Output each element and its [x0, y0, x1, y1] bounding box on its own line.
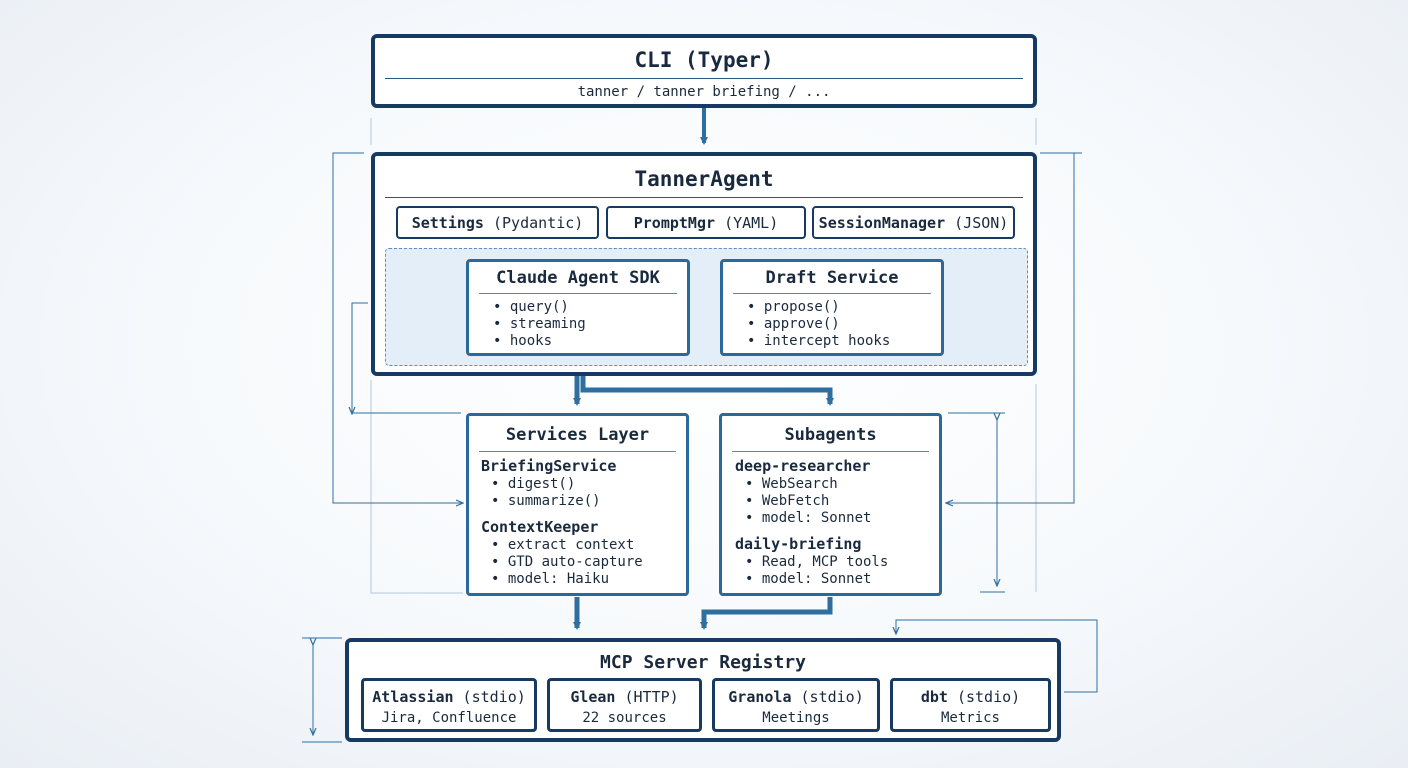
promptmgr-chip: PromptMgr (YAML) — [606, 206, 806, 239]
group-name: ContextKeeper — [481, 518, 599, 536]
cli-title: CLI (Typer) — [634, 48, 774, 72]
list-item: digest() — [491, 476, 575, 492]
list-item: approve() — [747, 316, 840, 332]
list-item: hooks — [493, 333, 552, 349]
list-item: streaming — [493, 316, 586, 332]
group-name: deep-researcher — [735, 457, 871, 475]
divider — [733, 293, 931, 294]
server-glean: Glean (HTTP) 22 sources — [547, 678, 702, 732]
chip-name: SessionManager — [818, 213, 946, 232]
server-name: Glean — [570, 688, 616, 706]
server-detail: Meetings — [762, 710, 830, 726]
divider — [732, 451, 929, 452]
settings-chip: Settings (Pydantic) — [396, 206, 599, 239]
list-item: query() — [493, 299, 569, 315]
server-dbt: dbt (stdio) Metrics — [890, 678, 1051, 732]
list-item: summarize() — [491, 493, 601, 509]
server-transport: (HTTP) — [624, 688, 679, 706]
list-item: model: Sonnet — [745, 510, 872, 526]
list-item: extract context — [491, 537, 634, 553]
server-transport: (stdio) — [462, 688, 526, 706]
cli-box: CLI (Typer) tanner / tanner briefing / .… — [371, 34, 1037, 108]
agent-title: TannerAgent — [634, 167, 774, 191]
server-atlassian: Atlassian (stdio) Jira, Confluence — [361, 678, 537, 732]
tanner-agent-box: TannerAgent Settings (Pydantic) PromptMg… — [371, 152, 1037, 376]
server-name: Granola — [728, 688, 792, 706]
server-name: Atlassian — [372, 688, 454, 706]
cli-subtitle: tanner / tanner briefing / ... — [577, 84, 831, 100]
chip-detail: (Pydantic) — [492, 213, 584, 232]
group-name: BriefingService — [481, 457, 617, 475]
server-detail: Jira, Confluence — [381, 710, 517, 726]
divider — [479, 451, 676, 452]
list-item: GTD auto-capture — [491, 554, 643, 570]
subagents-title: Subagents — [784, 425, 877, 445]
services-layer-box: Services Layer BriefingService digest() … — [466, 413, 689, 596]
claude-agent-sdk-box: Claude Agent SDK query() streaming hooks — [466, 259, 690, 356]
divider — [479, 293, 677, 294]
draft-title: Draft Service — [765, 268, 899, 288]
server-transport: (stdio) — [800, 688, 864, 706]
chip-detail: (JSON) — [954, 213, 1009, 232]
list-item: Read, MCP tools — [745, 554, 888, 570]
chip-detail: (YAML) — [724, 213, 779, 232]
server-detail: Metrics — [940, 710, 1000, 726]
chip-name: PromptMgr — [633, 213, 716, 232]
subagents-box: Subagents deep-researcher WebSearch WebF… — [719, 413, 942, 596]
list-item: model: Sonnet — [745, 571, 872, 587]
list-item: propose() — [747, 299, 840, 315]
arrow-subagents-to-registry — [700, 597, 833, 630]
draft-service-box: Draft Service propose() approve() interc… — [720, 259, 944, 356]
list-item: model: Haiku — [491, 571, 609, 587]
divider — [385, 197, 1023, 198]
list-item: WebSearch — [745, 476, 838, 492]
services-title: Services Layer — [505, 425, 650, 445]
registry-title: MCP Server Registry — [600, 652, 806, 673]
sessionmanager-chip: SessionManager (JSON) — [812, 206, 1015, 239]
divider — [385, 78, 1023, 79]
group-name: daily-briefing — [735, 535, 862, 553]
list-item: WebFetch — [745, 493, 829, 509]
server-detail: 22 sources — [582, 710, 667, 726]
list-item: intercept hooks — [747, 333, 890, 349]
server-granola: Granola (stdio) Meetings — [712, 678, 880, 732]
sdk-title: Claude Agent SDK — [496, 268, 660, 288]
server-transport: (stdio) — [956, 688, 1021, 706]
server-name: dbt — [920, 688, 948, 706]
mcp-registry-box: MCP Server Registry Atlassian (stdio) Ji… — [345, 638, 1061, 742]
chip-name: Settings — [411, 213, 484, 232]
